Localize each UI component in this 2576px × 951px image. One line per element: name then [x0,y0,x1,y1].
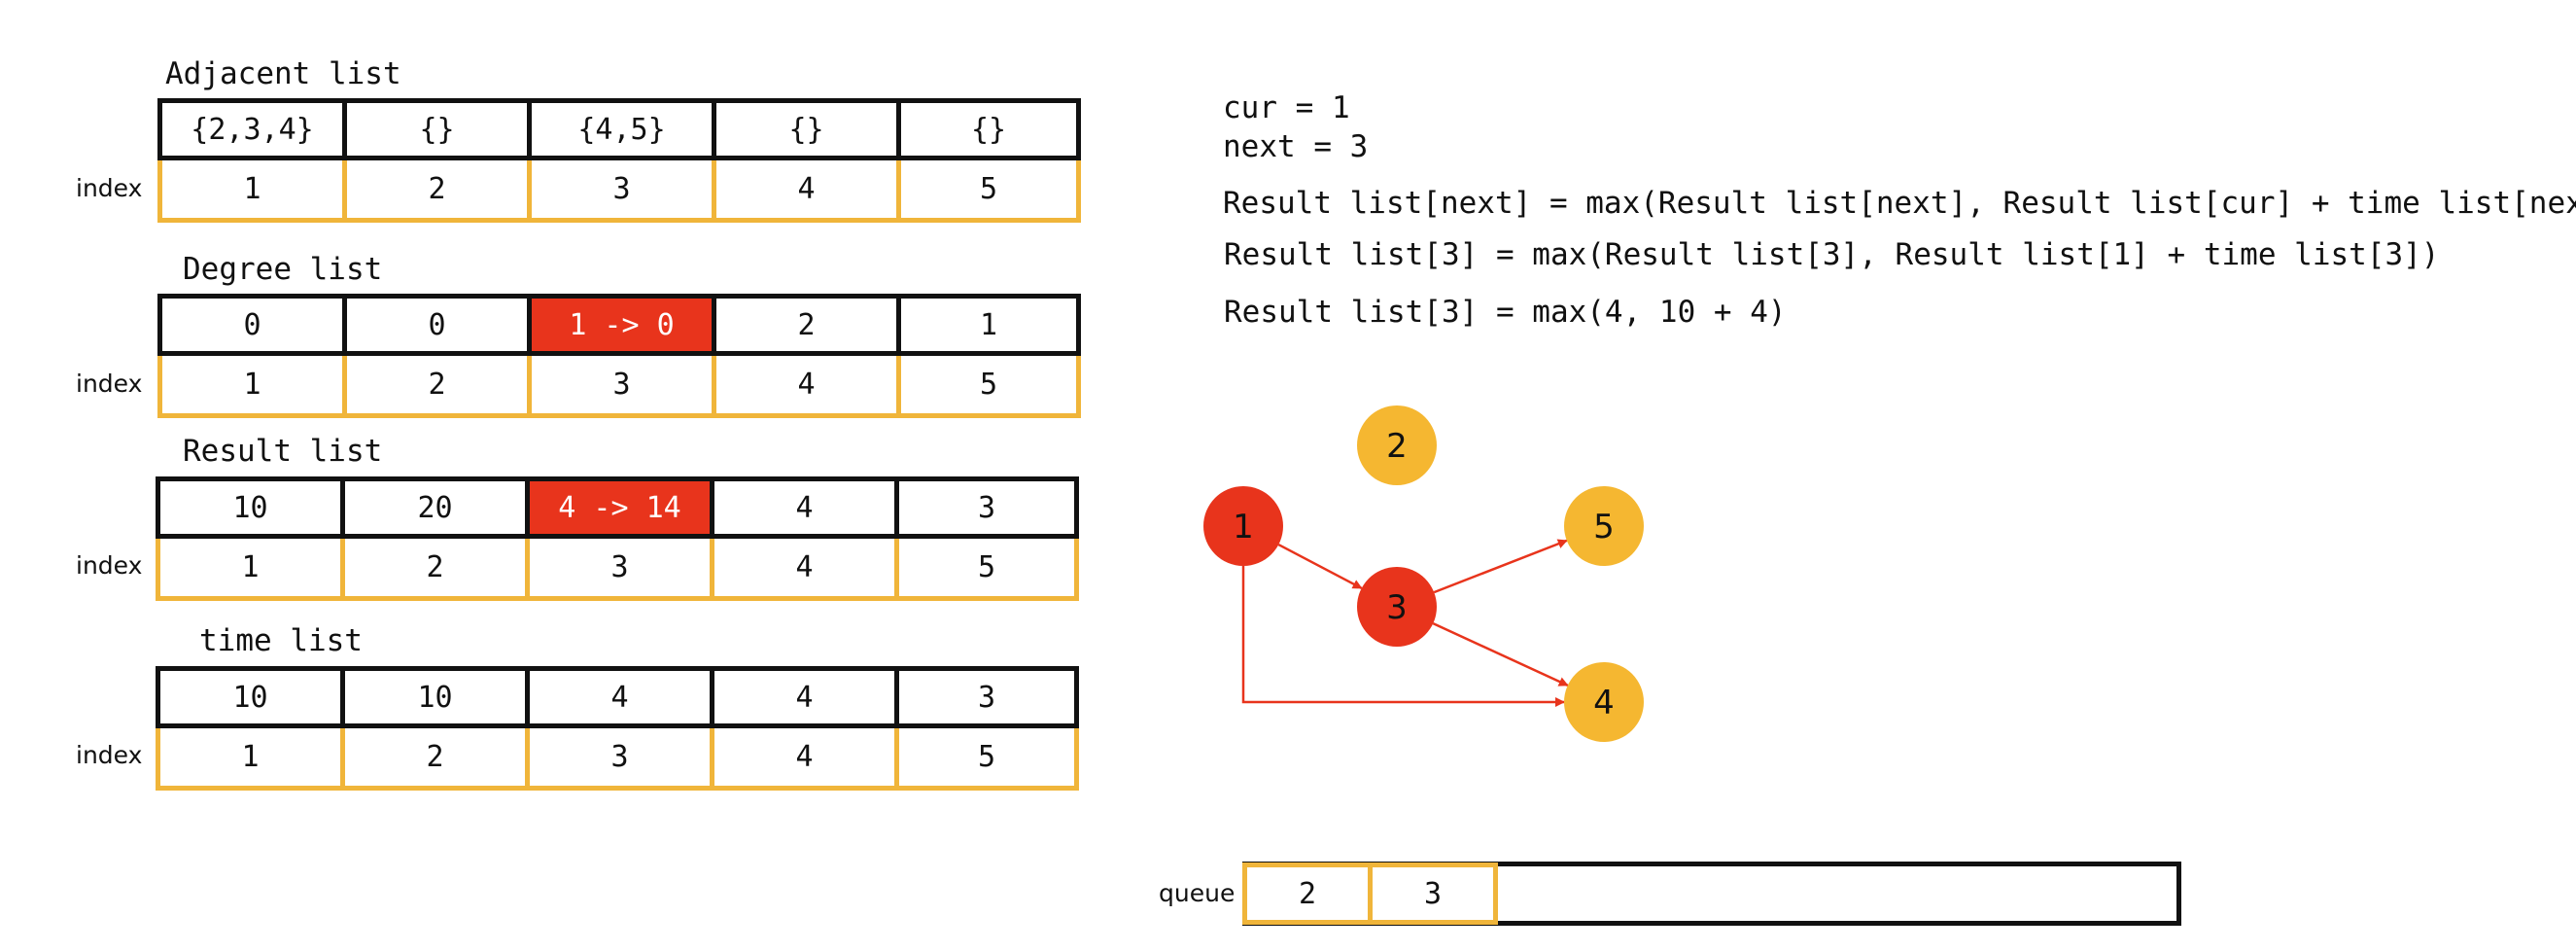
index-cell: 3 [527,160,712,223]
time-list-cell: 10 [340,666,525,728]
queue-label: queue [1159,879,1236,907]
degree-list-cell: 0 [157,294,342,356]
time-list-index-row: 1 2 3 4 5 [156,728,1079,791]
index-cell: 1 [157,356,342,418]
formula-line-1: Result list[next] = max(Result list[next… [1223,186,2576,221]
index-cell: 5 [896,356,1081,418]
index-cell: 3 [525,539,710,601]
edge-3-to-4 [1432,622,1569,687]
graph-node-label-5: 5 [1593,508,1615,546]
time-list-cell: 10 [156,666,340,728]
queue-item: 2 [1242,863,1373,925]
adjacent-list-index-row: 1 2 3 4 5 [157,160,1081,223]
edge-1-to-3 [1277,543,1363,590]
graph-node-label-3: 3 [1386,588,1408,627]
index-cell: 2 [340,728,525,791]
table-title-time-list: time list [199,623,363,658]
formula-next: next = 3 [1223,129,1369,164]
graph-node-3 [1357,567,1437,647]
graph-node-label-2: 2 [1386,427,1408,466]
edge-3-to-5 [1433,539,1568,594]
index-cell: 4 [712,356,896,418]
adjacent-list-cell: {} [896,98,1081,160]
queue-item: 3 [1368,863,1498,925]
index-cell: 3 [527,356,712,418]
index-cell: 2 [342,356,527,418]
index-label: index [76,741,143,769]
index-cell: 4 [710,539,894,601]
adjacent-list-values-row: {2,3,4} {} {4,5} {} {} [157,98,1081,160]
degree-list-cell: 1 [896,294,1081,356]
graph-node-label-1: 1 [1233,508,1254,546]
graph-node-label-4: 4 [1593,684,1615,722]
index-cell: 4 [712,160,896,223]
adjacent-list-cell: {2,3,4} [157,98,342,160]
queue-items: 2 3 [1242,863,1498,925]
index-cell: 1 [156,539,340,601]
adjacent-list-cell: {} [712,98,896,160]
index-label: index [76,370,143,398]
index-cell: 4 [710,728,894,791]
formula-line-3: Result list[3] = max(4, 10 + 4) [1224,295,1787,330]
adjacent-list-cell: {4,5} [527,98,712,160]
index-cell: 5 [894,728,1079,791]
index-cell: 1 [157,160,342,223]
formula-line-2: Result list[3] = max(Result list[3], Res… [1224,237,2440,272]
time-list-cell: 3 [894,666,1079,728]
adjacent-list-cell: {} [342,98,527,160]
graph-node-5 [1564,486,1644,566]
result-list-cell: 20 [340,476,525,539]
result-list-cell: 4 [710,476,894,539]
index-cell: 1 [156,728,340,791]
time-list-cell: 4 [525,666,710,728]
index-cell: 3 [525,728,710,791]
result-list-values-row: 10 20 4 -> 14 4 3 [156,476,1079,539]
table-title-adjacent-list: Adjacent list [165,56,401,91]
edge-1-to-4 [1241,566,1565,707]
index-label: index [76,174,143,202]
graph-node-2 [1357,405,1437,485]
degree-list-index-row: 1 2 3 4 5 [157,356,1081,418]
index-cell: 2 [340,539,525,601]
table-title-degree-list: Degree list [183,252,383,287]
formula-cur: cur = 1 [1223,90,1350,125]
result-list-index-row: 1 2 3 4 5 [156,539,1079,601]
result-list-cell: 3 [894,476,1079,539]
index-cell: 2 [342,160,527,223]
degree-list-cell: 2 [712,294,896,356]
index-cell: 5 [896,160,1081,223]
result-list-cell-highlighted: 4 -> 14 [525,476,710,539]
result-list-cell: 10 [156,476,340,539]
graph-node-1 [1203,486,1283,566]
time-list-values-row: 10 10 4 4 3 [156,666,1079,728]
time-list-cell: 4 [710,666,894,728]
graph-node-4 [1564,662,1644,742]
degree-list-cell: 0 [342,294,527,356]
degree-list-values-row: 0 0 1 -> 0 2 1 [157,294,1081,356]
degree-list-cell-highlighted: 1 -> 0 [527,294,712,356]
index-cell: 5 [894,539,1079,601]
table-title-result-list: Result list [183,434,383,469]
index-label: index [76,551,143,580]
